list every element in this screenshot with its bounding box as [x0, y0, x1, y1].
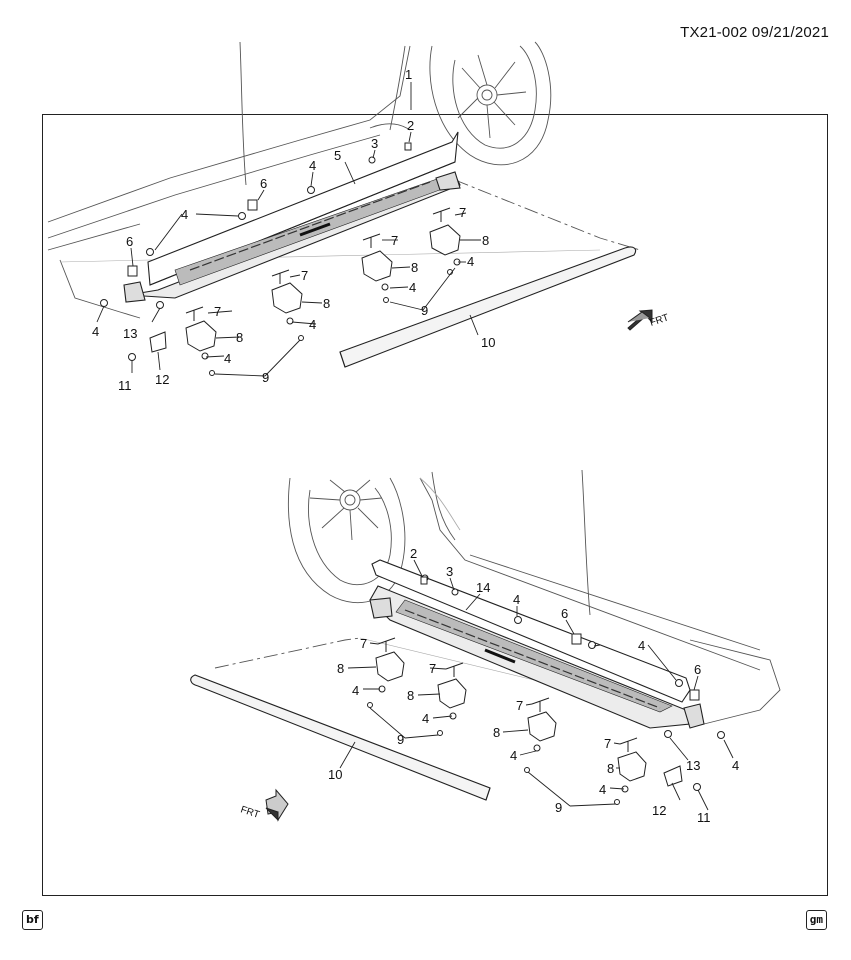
callout-4: 4	[352, 683, 359, 698]
callout-4: 4	[409, 280, 416, 295]
callout-9: 9	[555, 800, 562, 815]
callout-5: 5	[334, 148, 341, 163]
callout-7: 7	[459, 205, 466, 220]
callout-13: 13	[686, 758, 700, 773]
callout-10: 10	[481, 335, 495, 350]
callout-9: 9	[421, 303, 428, 318]
callout-12: 12	[652, 803, 666, 818]
upper-leader-lines	[96, 82, 481, 377]
lower-leader-lines	[339, 559, 734, 811]
callout-3: 3	[446, 564, 453, 579]
callout-8: 8	[337, 661, 344, 676]
document-id-date: TX21-002 09/21/2021	[680, 24, 829, 41]
callout-8: 8	[411, 260, 418, 275]
upper-vehicle-body	[47, 41, 552, 319]
callout-4: 4	[510, 748, 517, 763]
callout-8: 8	[493, 725, 500, 740]
lower-brackets	[367, 574, 725, 805]
callout-7: 7	[429, 661, 436, 676]
callout-3: 3	[371, 136, 378, 151]
callout-4: 4	[224, 351, 231, 366]
callout-13: 13	[123, 326, 137, 341]
callout-12: 12	[155, 372, 169, 387]
frt-label-lower: FRT	[239, 804, 261, 820]
callout-8: 8	[482, 233, 489, 248]
callout-2: 2	[407, 118, 414, 133]
lower-running-board	[369, 559, 705, 729]
callout-8: 8	[407, 688, 414, 703]
callout-4: 4	[309, 317, 316, 332]
callout-6: 6	[561, 606, 568, 621]
callout-7: 7	[360, 636, 367, 651]
callout-4: 4	[599, 782, 606, 797]
callout-4: 4	[467, 254, 474, 269]
callout-14: 14	[476, 580, 490, 595]
callout-6: 6	[694, 662, 701, 677]
callout-4: 4	[732, 758, 739, 773]
callout-6: 6	[126, 234, 133, 249]
callout-8: 8	[607, 761, 614, 776]
upper-running-board	[123, 131, 461, 303]
callout-4: 4	[181, 207, 188, 222]
upper-molding	[339, 246, 637, 368]
callout-8: 8	[323, 296, 330, 311]
callout-10: 10	[328, 767, 342, 782]
callout-7: 7	[214, 304, 221, 319]
callout-9: 9	[397, 732, 404, 747]
callout-7: 7	[301, 268, 308, 283]
callout-4: 4	[513, 592, 520, 607]
callout-9: 9	[262, 370, 269, 385]
lower-callout-labels: 2 3 14 4 6 4 6 7 8 4 7 8 4 9 7 8 4 7 8 4…	[239, 546, 739, 825]
callout-1: 1	[405, 67, 412, 82]
callout-2: 2	[410, 546, 417, 561]
callout-6: 6	[260, 176, 267, 191]
callout-8: 8	[236, 330, 243, 345]
callout-7: 7	[516, 698, 523, 713]
diagram-frame	[42, 114, 828, 896]
callout-7: 7	[391, 233, 398, 248]
callout-4: 4	[92, 324, 99, 339]
footer-badge-bf: bf	[22, 910, 43, 930]
footer-badge-gm: gm	[805, 910, 827, 930]
callout-4: 4	[309, 158, 316, 173]
upper-brackets	[100, 142, 461, 376]
callout-7: 7	[604, 736, 611, 751]
callout-11: 11	[118, 378, 132, 393]
lower-frt-arrow	[265, 788, 289, 822]
callout-4: 4	[422, 711, 429, 726]
lower-molding	[190, 674, 491, 801]
callout-4: 4	[638, 638, 645, 653]
upper-frt-arrow	[627, 309, 653, 331]
callout-11: 11	[697, 810, 711, 825]
lower-vehicle-body	[287, 469, 781, 726]
